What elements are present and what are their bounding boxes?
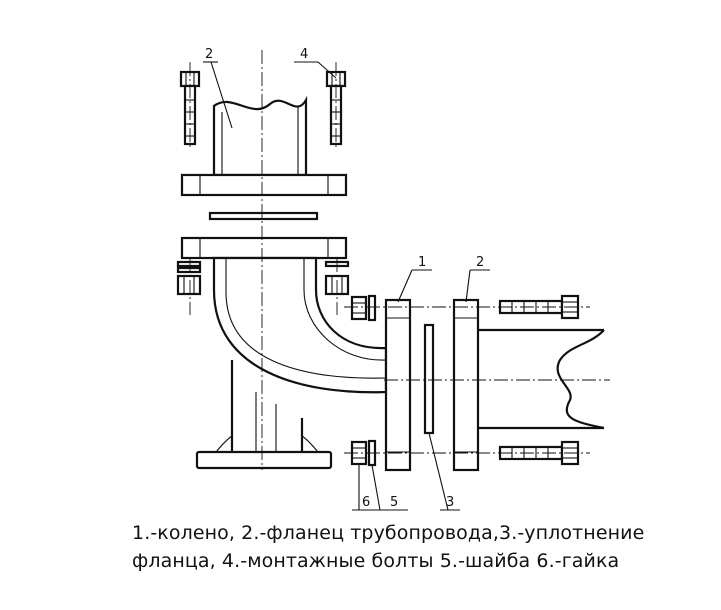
right-pipe <box>478 328 605 430</box>
top-pipeline-flange <box>180 173 348 197</box>
side-gasket <box>423 323 435 435</box>
callout-4: 4 <box>300 47 308 62</box>
callout-1: 1 <box>418 255 426 270</box>
center-lines <box>189 50 610 470</box>
right-pipeline-flange <box>452 298 480 472</box>
legend-caption-line-1: 1.-колено, 2.-фланец трубопровода,3.-упл… <box>132 522 645 544</box>
elbow <box>212 256 388 394</box>
callout-3: 3 <box>446 495 454 510</box>
top-pipe <box>212 95 308 177</box>
callout-2-top: 2 <box>205 47 213 62</box>
elbow-support <box>195 360 333 470</box>
callout-6: 6 <box>362 495 370 510</box>
upper-nut-washer <box>350 294 377 322</box>
top-gasket <box>208 211 319 221</box>
callout-2-right: 2 <box>476 255 484 270</box>
left-upper-nut-washer <box>176 260 202 296</box>
callout-numbers: 2 4 1 2 6 5 3 <box>205 47 484 510</box>
elbow-side-flange <box>384 298 412 472</box>
elbow-upper-flange <box>180 236 348 260</box>
callout-5: 5 <box>390 495 398 510</box>
legend-caption-line-2: фланца, 4.-монтажные болты 5.-шайба 6.-г… <box>132 550 620 572</box>
callout-leaders <box>203 61 490 511</box>
